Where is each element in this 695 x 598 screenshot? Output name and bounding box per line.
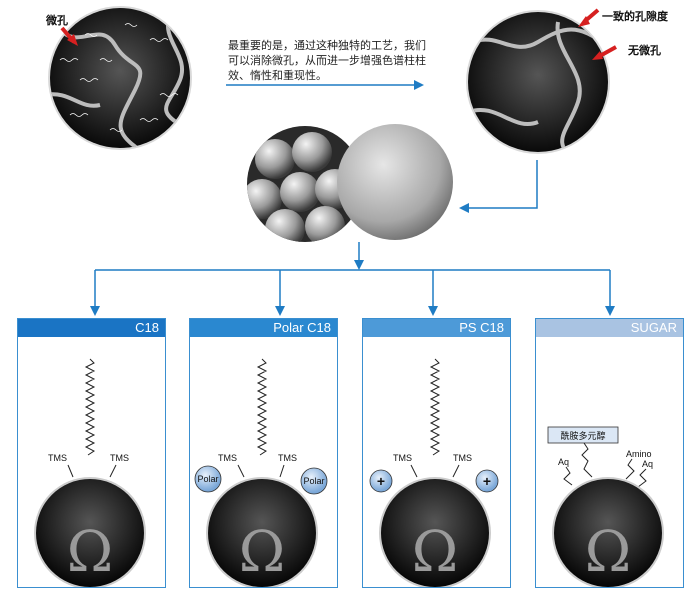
omega-symbol: Ω [239, 520, 285, 585]
amide-polyol-label: 酰胺多元醇 [560, 430, 605, 442]
down-arrow [354, 242, 364, 270]
polar-c18-chain [256, 358, 268, 456]
c18-chain [84, 358, 96, 456]
tms-right-label: TMS [278, 453, 297, 463]
tms-right-label: TMS [453, 453, 472, 463]
amino-label: Amino [626, 449, 652, 459]
polar-bubble-text: Polar [303, 476, 324, 486]
porous-particle-right [466, 8, 617, 154]
amide-polyol-box [547, 426, 619, 444]
aq-left-label: Aq [558, 457, 569, 467]
omega-symbol: Ω [585, 520, 631, 585]
tms-left-label: TMS [393, 453, 412, 463]
plus-sign: + [377, 473, 385, 489]
polar-c18-particle-diagram: TMS TMS Polar Polar Ω [194, 358, 328, 587]
panel-sugar: SUGAR 酰胺多元醇 Amino Aq Aq Ω [535, 318, 684, 588]
omega-symbol: Ω [412, 520, 458, 585]
micropore-label: 微孔 [46, 15, 68, 27]
polar-bubble-text: Polar [197, 474, 218, 484]
panel-title: C18 [18, 319, 165, 337]
no-micropore-label: 无微孔 [628, 45, 661, 57]
ps-c18-particle-diagram: TMS TMS + + Ω [369, 358, 499, 587]
distribution-arrows [90, 269, 615, 316]
tms-left-label: TMS [48, 453, 67, 463]
omega-symbol: Ω [67, 520, 113, 585]
polar-bubble-right [300, 467, 328, 495]
tms-right-label: TMS [110, 453, 129, 463]
plus-sign: + [483, 473, 491, 489]
plus-bubble-right [475, 469, 499, 493]
ps-c18-chain [429, 358, 441, 456]
panel-title: SUGAR [536, 319, 683, 337]
panel-title: PS C18 [363, 319, 510, 337]
porous-particle-left [48, 6, 192, 150]
panel-title: Polar C18 [190, 319, 337, 337]
panel-ps-c18: PS C18 TMS TMS + + Ω [362, 318, 511, 588]
down-left-arrow [459, 160, 538, 213]
right-arrow [226, 80, 424, 90]
sugar-particle-diagram: 酰胺多元醇 Amino Aq Aq Ω [547, 426, 664, 587]
description-text: 最重要的是，通过这种独特的工艺，我们可以消除微孔，从而进一步增强色谱柱柱效、惰性… [228, 39, 426, 82]
plus-bubble-left [369, 469, 393, 493]
sem-micrograph [247, 124, 453, 242]
uniform-porosity-label: 一致的孔隙度 [602, 11, 668, 23]
panel-polar-c18: Polar C18 TMS TMS Polar Polar Ω [189, 318, 338, 588]
aq-right-label: Aq [642, 459, 653, 469]
polar-bubble-left [194, 465, 222, 493]
tms-left-label: TMS [218, 453, 237, 463]
c18-particle-diagram: TMS TMS Ω [34, 358, 146, 587]
panel-c18: C18 TMS TMS Ω [17, 318, 166, 588]
